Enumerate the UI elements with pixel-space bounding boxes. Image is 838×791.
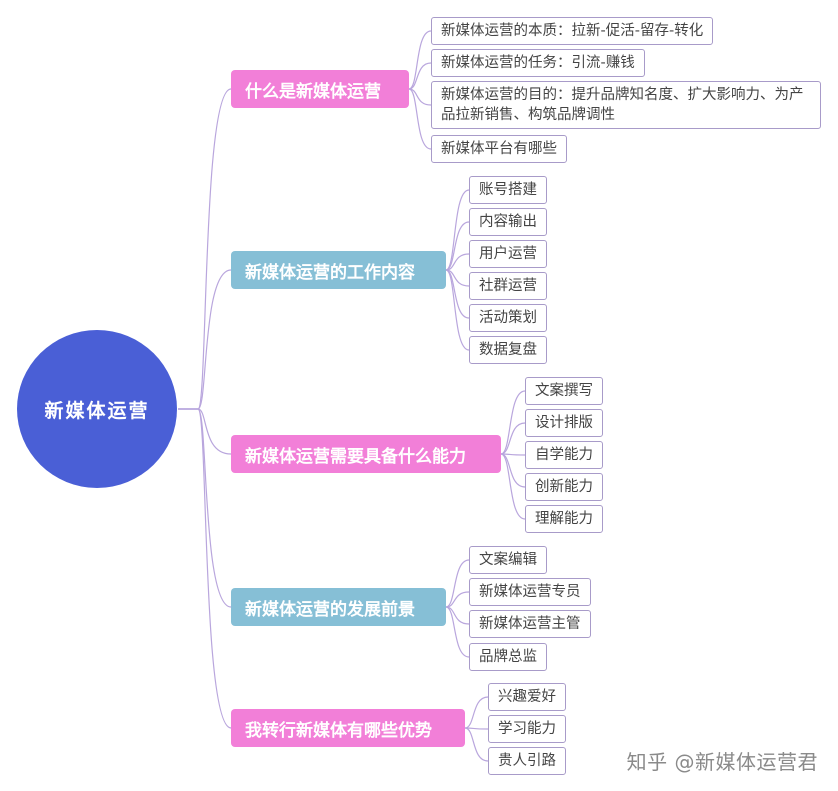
leaf-label: 用户运营 [479, 246, 537, 262]
leaf-mentor[interactable]: 贵人引路 [488, 747, 566, 775]
leaf-label: 新媒体运营的目的：提升品牌知名度、扩大影响力、为产品拉新销售、构筑品牌调性 [441, 87, 804, 123]
leaf-connector [445, 606, 470, 658]
branch-work-content[interactable]: 新媒体运营的工作内容 [231, 251, 446, 289]
watermark: 知乎 @新媒体运营君 [626, 750, 818, 774]
leaf-label: 文案撰写 [535, 383, 593, 399]
leaf-label: 新媒体运营的本质：拉新-促活-留存-转化 [441, 23, 704, 39]
leaf-label: 理解能力 [535, 511, 593, 527]
leaf-label: 活动策划 [479, 310, 537, 326]
leaf-purpose[interactable]: 新媒体运营的目的：提升品牌知名度、扩大影响力、为产品拉新销售、构筑品牌调性 [431, 81, 821, 129]
leaf-connector [500, 453, 526, 520]
root-label: 新媒体运营 [44, 399, 150, 422]
leaf-label: 创新能力 [535, 479, 593, 495]
leaf-connector [408, 62, 432, 90]
leaf-label: 内容输出 [479, 214, 537, 230]
leaf-user-ops[interactable]: 用户运营 [469, 240, 547, 268]
leaf-account-setup[interactable]: 账号搭建 [469, 176, 547, 204]
branch-label: 新媒体运营的发展前景 [245, 599, 415, 620]
leaf-essence[interactable]: 新媒体运营的本质：拉新-促活-留存-转化 [431, 17, 714, 45]
leaf-community-ops[interactable]: 社群运营 [469, 272, 547, 300]
leaf-connector [408, 88, 432, 150]
branch-what-is[interactable]: 什么是新媒体运营 [231, 70, 409, 108]
leaf-data-review[interactable]: 数据复盘 [469, 336, 547, 364]
leaf-event-planning[interactable]: 活动策划 [469, 304, 547, 332]
leaf-label: 设计排版 [535, 415, 593, 431]
leaf-connector [445, 269, 470, 351]
leaf-connector [500, 422, 526, 455]
leaf-label: 文案编辑 [479, 552, 537, 568]
leaf-label: 账号搭建 [479, 182, 537, 198]
leaf-ops-specialist[interactable]: 新媒体运营专员 [469, 578, 591, 606]
leaf-label: 社群运营 [479, 278, 537, 294]
branch-label: 我转行新媒体有哪些优势 [245, 720, 432, 741]
leaf-label: 学习能力 [498, 721, 556, 737]
root-connector [178, 408, 232, 608]
leaf-connector [408, 30, 432, 90]
leaf-label: 新媒体运营的任务：引流-赚钱 [441, 55, 635, 71]
leaf-learning-ability[interactable]: 学习能力 [488, 715, 566, 743]
leaf-connector [445, 591, 470, 608]
leaf-connector [445, 559, 470, 608]
root-node[interactable]: 新媒体运营 [17, 330, 177, 488]
leaf-label: 自学能力 [535, 447, 593, 463]
root-connector [178, 88, 232, 410]
root-connector [178, 408, 232, 455]
leaf-connector [500, 390, 526, 455]
leaf-connector [445, 269, 470, 319]
leaf-label: 新媒体运营专员 [479, 584, 581, 600]
leaf-copy-editor[interactable]: 文案编辑 [469, 546, 547, 574]
leaf-label: 贵人引路 [498, 753, 556, 769]
branch-label: 新媒体运营的工作内容 [245, 262, 415, 283]
leaf-task[interactable]: 新媒体运营的任务：引流-赚钱 [431, 49, 645, 77]
leaf-content-output[interactable]: 内容输出 [469, 208, 547, 236]
leaf-label: 兴趣爱好 [498, 689, 556, 705]
leaf-connector [500, 453, 526, 488]
leaf-interest[interactable]: 兴趣爱好 [488, 683, 566, 711]
leaf-self-learning[interactable]: 自学能力 [525, 441, 603, 469]
branch-abilities[interactable]: 新媒体运营需要具备什么能力 [231, 435, 501, 473]
root-connector [178, 408, 232, 729]
leaf-brand-director[interactable]: 品牌总监 [469, 643, 547, 671]
leaf-label: 新媒体运营主管 [479, 616, 581, 632]
leaf-connector [464, 696, 489, 729]
branch-label: 什么是新媒体运营 [245, 81, 381, 102]
leaf-label: 数据复盘 [479, 342, 537, 358]
branch-advantages[interactable]: 我转行新媒体有哪些优势 [231, 709, 465, 747]
leaf-connector [464, 727, 489, 762]
leaf-connector [445, 189, 470, 271]
leaf-platforms[interactable]: 新媒体平台有哪些 [431, 135, 567, 163]
leaf-connector [445, 253, 470, 271]
leaf-ops-supervisor[interactable]: 新媒体运营主管 [469, 610, 591, 638]
leaf-connector [445, 221, 470, 271]
leaf-design-layout[interactable]: 设计排版 [525, 409, 603, 437]
leaf-label: 新媒体平台有哪些 [441, 141, 557, 157]
branch-prospects[interactable]: 新媒体运营的发展前景 [231, 588, 446, 626]
branch-label: 新媒体运营需要具备什么能力 [245, 446, 466, 467]
leaf-label: 品牌总监 [479, 649, 537, 665]
leaf-understanding[interactable]: 理解能力 [525, 505, 603, 533]
root-connector [178, 269, 232, 410]
leaf-copywriting[interactable]: 文案撰写 [525, 377, 603, 405]
leaf-innovation[interactable]: 创新能力 [525, 473, 603, 501]
